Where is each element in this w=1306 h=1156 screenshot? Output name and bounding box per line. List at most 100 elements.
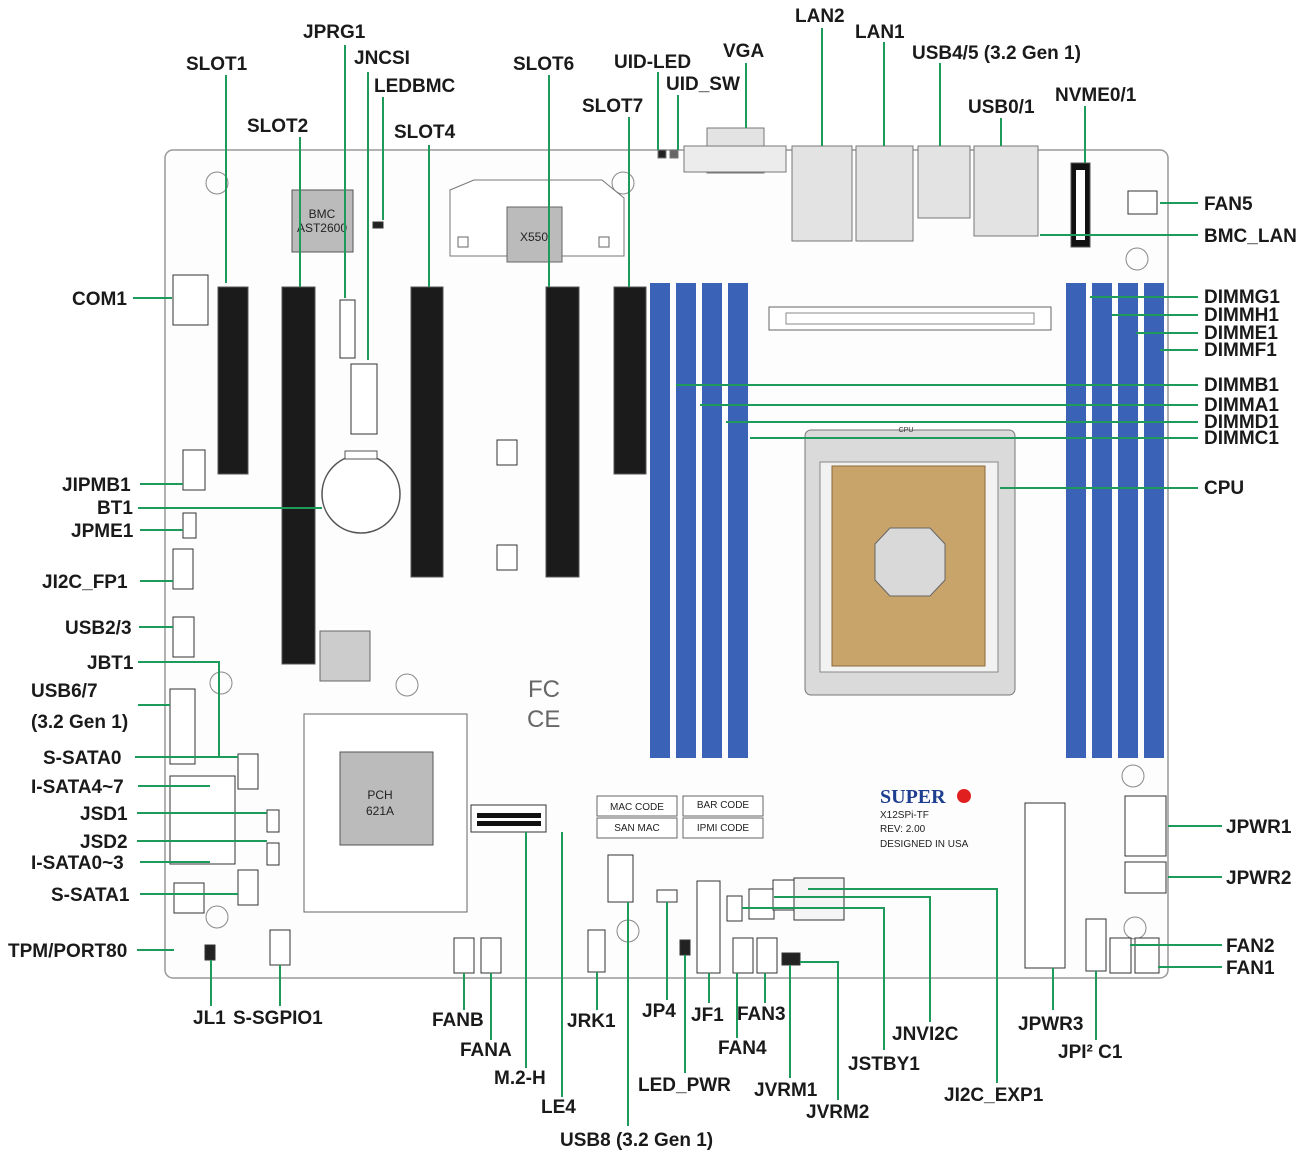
bmc-chip [291, 189, 354, 253]
label-dimmf1: DIMMF1 [1204, 340, 1277, 361]
jl1-header [204, 944, 216, 961]
label-jpi2c1: JPI² C1 [1058, 1042, 1123, 1063]
pcie-slot7 [613, 286, 647, 475]
pcie-slot2 [281, 286, 316, 665]
heatsink-tab [598, 236, 610, 248]
sata-block [169, 775, 236, 865]
jipmb1-header [182, 449, 206, 491]
mounting-hole [611, 171, 635, 195]
bmc-label-line1: BMC [309, 207, 336, 221]
label-ji2c-exp1: JI2C_EXP1 [944, 1085, 1044, 1106]
bar-code-text: BAR CODE [697, 800, 750, 811]
label-usb8: USB8 (3.2 Gen 1) [560, 1130, 713, 1151]
pcie-slot1 [217, 286, 249, 475]
label-m2-h: M.2-H [494, 1068, 546, 1089]
cpu-top-bracket-inner [785, 312, 1035, 325]
label-dimmb1: DIMMB1 [1204, 375, 1279, 396]
leader-line [808, 888, 998, 1083]
cpu-silk-label: CPU [899, 427, 914, 434]
usb45-port [917, 145, 971, 219]
label-isata0-3: I-SATA0~3 [31, 853, 124, 874]
label-fana: FANA [460, 1040, 512, 1061]
jprg1-connector [339, 299, 356, 359]
san-mac-text: SAN MAC [614, 823, 660, 834]
label-jvrm1: JVRM1 [754, 1080, 818, 1101]
ssgpio1-header [269, 929, 291, 966]
fan1-header [1134, 937, 1160, 974]
board-rev: REV: 2.00 [880, 824, 926, 835]
board-model: X12SPi-TF [880, 810, 929, 821]
label-usb01: USB0/1 [968, 97, 1035, 118]
label-jprg1: JPRG1 [303, 22, 366, 43]
label-jpme1: JPME1 [71, 521, 134, 542]
dimm-bank-left [650, 283, 748, 758]
dimm-slot [1144, 283, 1164, 758]
label-fan2: FAN2 [1226, 936, 1275, 957]
dimm-slot [676, 283, 696, 758]
label-jsd2: JSD2 [80, 832, 128, 853]
heatsink-tab [457, 236, 469, 248]
label-jpwr3: JPWR3 [1018, 1014, 1083, 1035]
label-vga: VGA [723, 41, 764, 62]
label-slot1: SLOT1 [186, 54, 248, 75]
label-jp4: JP4 [642, 1001, 676, 1022]
cpu-die [874, 527, 946, 597]
leader-lines [133, 28, 1222, 1126]
label-dimma1: DIMMA1 [1204, 395, 1279, 416]
board-origin: DESIGNED IN USA [880, 839, 969, 850]
nvme-slot-opening [1076, 170, 1085, 240]
tpm-chip-box [793, 877, 845, 921]
pch-label-line1: PCH [367, 788, 392, 802]
pcie-slots [217, 286, 647, 665]
ssata1-header [237, 869, 259, 906]
mounting-hole [209, 671, 233, 695]
headers [169, 190, 1167, 974]
mounting-hole [1125, 247, 1149, 271]
label-dimmd1: DIMMD1 [1204, 412, 1279, 433]
label-le4: LE4 [541, 1097, 576, 1118]
tpm-header [173, 882, 205, 914]
mounting-hole [1121, 764, 1145, 788]
label-isata4-7: I-SATA4~7 [31, 777, 124, 798]
label-dimmg1: DIMMG1 [1204, 287, 1280, 308]
label-jrk1: JRK1 [567, 1011, 616, 1032]
label-ssata0: S-SATA0 [43, 748, 121, 769]
label-ssata1: S-SATA1 [51, 885, 130, 906]
fcc-mark: FC [528, 676, 560, 703]
pch-chip [339, 751, 434, 846]
m2-slot-contact [477, 813, 541, 818]
leader-line [138, 661, 220, 758]
label-fan4: FAN4 [718, 1038, 767, 1059]
jpwr3-connector [1024, 802, 1066, 969]
jnvi2c-header [748, 888, 775, 920]
fan4-header [732, 937, 754, 974]
ipmi-code-box [682, 817, 764, 839]
label-slot7: SLOT7 [582, 96, 643, 117]
label-jpwr1: JPWR1 [1226, 817, 1292, 838]
x550-chip [506, 206, 563, 263]
label-jbt1: JBT1 [87, 653, 134, 674]
usb8-header [607, 854, 634, 903]
vga-connector-body [683, 145, 787, 173]
label-jl1: JL1 [193, 1008, 226, 1029]
label-bmc-lan: BMC_LAN [1204, 226, 1297, 247]
label-jipmb1: JIPMB1 [62, 475, 131, 496]
led-pwr-header [679, 939, 691, 956]
mac-code-box [596, 795, 678, 817]
jpme1-header [182, 512, 197, 539]
fana-header [480, 937, 502, 974]
leader-line [774, 896, 931, 1022]
pcie-slot6 [545, 286, 580, 578]
label-usb23: USB2/3 [65, 618, 132, 639]
label-lan2: LAN2 [795, 6, 845, 27]
m2-slot-contact [477, 821, 541, 826]
ssata0-header [237, 753, 259, 790]
label-jf1: JF1 [691, 1005, 724, 1026]
dimm-slot [650, 283, 670, 758]
label-dimme1: DIMME1 [1204, 323, 1278, 344]
mac-code-text: MAC CODE [610, 802, 664, 813]
label-dimmh1: DIMMH1 [1204, 305, 1279, 326]
jrk1-header [587, 929, 606, 973]
pch-label-line2: 621A [366, 804, 394, 818]
